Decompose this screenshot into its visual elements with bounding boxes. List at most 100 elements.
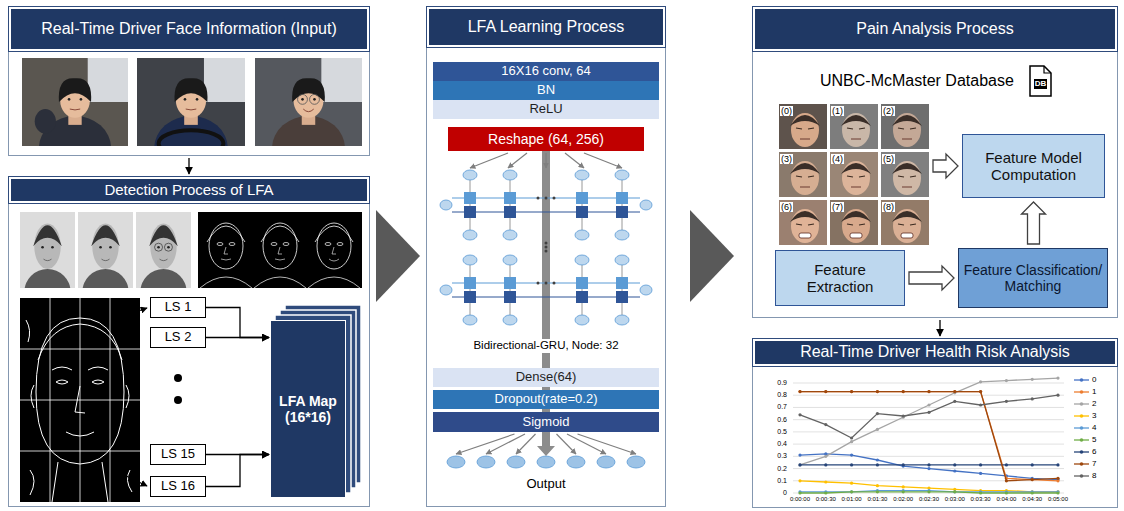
chart-series-marker (1005, 491, 1008, 494)
connector-arrow (188, 158, 189, 174)
gru-state-node (440, 200, 452, 210)
x-axis-tick: 0:02:00 (893, 496, 913, 503)
chart-series-marker (953, 469, 956, 472)
gru-backward-link (452, 297, 640, 298)
database-icon-label: DB (1034, 79, 1048, 88)
pain-panel: Pain Analysis ProcessFeature Model Compu… (752, 6, 1118, 318)
gru-vertical-link (582, 265, 583, 315)
edge-eye (283, 243, 289, 246)
output-fan-arrow (516, 434, 536, 454)
chart-series-marker (1031, 478, 1034, 481)
legend-swatch-marker (1080, 414, 1084, 418)
illustration-part: 0:03:30 (971, 496, 991, 503)
legend-entry: 4 (1074, 422, 1096, 434)
glasses (164, 243, 172, 251)
chart-series-marker (953, 490, 956, 493)
output-flow-arrow (537, 432, 555, 456)
pain-face-hair (790, 163, 820, 174)
legend-swatch (1074, 472, 1089, 480)
chart-series-line (800, 392, 1058, 481)
driver-eye (80, 98, 83, 101)
chart-gridline (793, 456, 1064, 457)
box-label: LS 15 (161, 447, 195, 462)
gru-backward-cell (616, 206, 628, 218)
gru-ellipsis-dot (537, 197, 540, 200)
legend-entry: 6 (1074, 446, 1096, 458)
chart-series-marker (798, 479, 801, 482)
ellipsis-dot (174, 374, 182, 382)
chart-series-marker (798, 390, 801, 393)
chart-series-marker (850, 482, 853, 485)
illustration-part: DB (1034, 79, 1048, 88)
legend-swatch (1074, 448, 1089, 456)
pain-face-hair (841, 163, 871, 174)
legend-label: 6 (1092, 447, 1096, 456)
box-label: LS 16 (161, 479, 195, 494)
connector-arrow (206, 308, 269, 338)
box-label: Dense(64) (516, 370, 577, 385)
gru-ellipsis-dot (553, 197, 556, 200)
gru-vertical-link (470, 180, 471, 230)
chart-series-marker (1056, 477, 1059, 480)
gru-forward-cell (504, 192, 516, 204)
grid-edge-stroke (31, 385, 34, 408)
face-hair (149, 225, 178, 246)
edge-shoulders (308, 277, 360, 288)
driver-photo (137, 58, 245, 146)
chart-series-marker (979, 403, 982, 406)
pain-face-hair (841, 115, 871, 126)
legend-swatch (1074, 400, 1089, 408)
gru-forward-cell (504, 277, 516, 289)
edge-hair (315, 226, 353, 242)
hollow-arrow (909, 266, 954, 290)
gru-forward-link (452, 283, 640, 284)
legend-label: 3 (1092, 411, 1096, 420)
output-node (447, 456, 465, 468)
legend-label: 5 (1092, 435, 1096, 444)
chart-gridline (793, 444, 1064, 445)
illustration-part: Output (526, 477, 565, 492)
legend-swatch-marker (1080, 438, 1084, 442)
legend-swatch-marker (1080, 450, 1084, 454)
segment-box: LS 2 (150, 327, 206, 348)
pain-face-eyes (847, 176, 865, 177)
driver-photo (22, 58, 128, 146)
gru-ellipsis-dot (545, 197, 548, 200)
legend-swatch-marker (1080, 462, 1084, 466)
x-axis-tick: 0:00:00 (790, 496, 810, 503)
gru-forward-cell (616, 277, 628, 289)
edge-face-outline (317, 223, 351, 269)
legend-label: 2 (1092, 399, 1096, 408)
gru-backward-cell (504, 206, 516, 218)
illustration-part: 0.2 (777, 465, 787, 473)
legend-entry: 8 (1074, 470, 1096, 482)
pain-level-number: (5) (882, 154, 895, 164)
chart-series-marker (953, 490, 956, 493)
pain-face (791, 209, 819, 243)
chart-gridline (793, 407, 1064, 408)
glasses (310, 94, 320, 104)
chart-series-marker (902, 490, 905, 493)
illustration-part: 0:02:00 (893, 496, 913, 503)
chart-series-marker (850, 390, 853, 393)
chart-series-marker (824, 491, 827, 494)
driver-mouth (70, 109, 80, 111)
face-shoulders (82, 269, 128, 288)
layer-box: Sigmoid (433, 412, 659, 432)
pain-face-background (830, 104, 878, 149)
edge-eye (325, 243, 331, 246)
chart-series-marker (850, 490, 853, 493)
output-node (477, 456, 495, 468)
illustration-part: 0.1 (777, 477, 787, 485)
pain-face-background (830, 152, 878, 197)
box-label: Dropout(rate=0.2) (495, 392, 598, 407)
gru-vertical-link (622, 180, 623, 230)
chart-series-line (800, 392, 1058, 481)
illustration-part: 0.5 (777, 428, 787, 436)
edge-eye (229, 243, 235, 246)
y-axis-tick: 0.7 (777, 403, 787, 411)
illustration-part: 0.9 (777, 379, 787, 387)
chart-series-marker (1056, 463, 1059, 466)
panel-heading: Detection Process of LFA (9, 177, 369, 203)
pain-face-eyes (847, 128, 865, 129)
